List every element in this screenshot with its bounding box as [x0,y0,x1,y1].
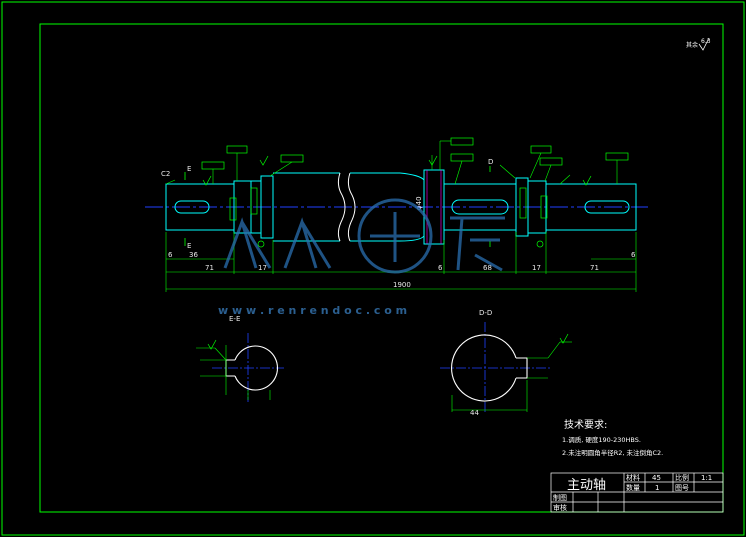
dim-71-right: 71 [590,264,599,272]
section-e-e: E-E [196,315,284,402]
tb-material-label: 材料 [626,473,640,482]
cut-e-bottom: E [187,242,191,250]
cut-d: D [488,158,493,166]
roughness-note-value: 6.3 [701,38,711,45]
tech-req-title: 技术要求: [564,418,607,431]
title-block [550,472,724,513]
part-name: 主动轴 [567,478,606,493]
tb-qty-label: 数量 [626,483,640,492]
dim-6-right: 6 [631,251,636,259]
chamfer-c2: C2 [161,170,170,178]
dim-44: 44 [470,409,479,417]
cut-e-top: E [187,165,191,173]
tech-req-item-2: 2.未注明圆角半径R2, 未注倒角C2. [562,448,663,457]
dim-17-left: 17 [258,264,267,272]
dim-6-mid: 6 [438,264,443,272]
watermark: w w w . r e n r e n d o c . c o m [218,198,505,317]
tech-req-item-1: 1.调质, 硬度190-230HBS. [562,435,641,444]
dim-6-left: 6 [168,251,173,259]
dim-17-right: 17 [532,264,541,272]
roughness-note-label: 其余 [686,41,698,49]
tb-scale-label: 比例 [675,473,689,482]
dim-71-left: 71 [205,264,214,272]
technical-requirements: 技术要求: 1.调质, 硬度190-230HBS. 2.未注明圆角半径R2, 未… [562,418,663,457]
tb-drawn-label: 制图 [553,493,567,502]
roughness-note: 其余 6.3 [686,37,711,51]
tb-material-value: 45 [652,474,661,482]
watermark-site: w w w . r e n r e n d o c . c o m [218,304,407,317]
tb-qty-value: 1 [655,484,659,492]
inner-frame [39,23,724,513]
tb-drawing-no-label: 图号 [675,484,689,492]
tb-checked-label: 审核 [553,503,567,512]
dim-total: 1900 [393,281,411,289]
section-d-d: D-D 44 [440,309,572,417]
tb-scale-value: 1:1 [701,474,712,482]
dim-36: 36 [189,251,198,259]
dim-phi40: φ40 [415,196,423,210]
dim-68: 68 [483,264,492,272]
section-d-d-label: D-D [479,309,492,317]
section-e-e-label: E-E [229,315,240,323]
